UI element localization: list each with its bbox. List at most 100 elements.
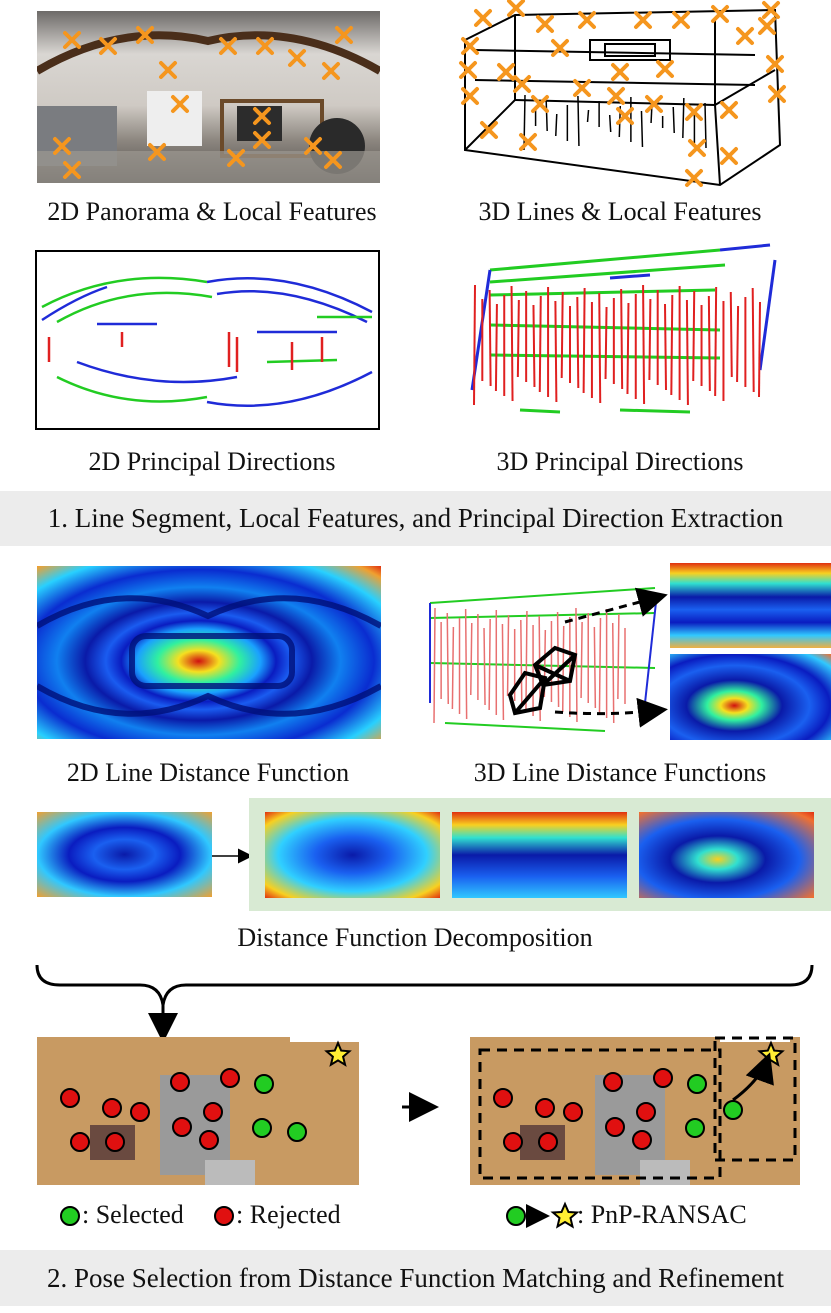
vertical-line-segment [556,611,560,708]
feature-marker [762,1,780,19]
selected-pose-dot [685,1118,705,1138]
feature-marker [171,95,189,113]
feature-marker [53,137,71,155]
rejected-pose-dot [563,1102,583,1122]
rejected-pose-dot [605,1117,625,1137]
feature-marker [63,161,81,179]
feature-marker [578,11,596,29]
legend-pnp-label: : PnP-RANSAC [577,1200,747,1229]
vertical-line-segment [664,303,667,391]
feature-marker [672,11,690,29]
ldf-2d-heatmap [37,566,381,739]
rejected-pose-dot [653,1068,673,1088]
vertical-line-segment [561,625,565,713]
selected-pose-dot [252,1118,272,1138]
caption-principal-2d: 2D Principal Directions [88,447,336,476]
vertical-line-segment [555,113,558,137]
selected-pose-dot [687,1074,707,1094]
vertical-line-segment [575,607,578,723]
vertical-line-segment [554,300,558,403]
feature-marker [253,107,271,125]
vertical-line-segment [586,109,590,123]
vertical-line-segment [577,95,580,147]
feature-marker [758,17,776,35]
feature-marker [645,95,663,113]
feature-marker [335,26,353,44]
caption-principal-3d: 3D Principal Directions [496,447,744,476]
rejected-pose-dot [603,1072,623,1092]
principal-3d-lines [470,243,777,414]
vertical-line-segment [516,299,520,378]
feature-marker [474,9,492,27]
feature-marker [159,61,177,79]
rejected-pose-dot [102,1098,122,1118]
stage1-banner: 1. Line Segment, Local Features, and Pri… [0,491,831,546]
feature-marker [519,133,537,151]
feature-marker [136,26,154,44]
refine-arrow [402,1092,439,1122]
vertical-line-segment [648,298,652,381]
selected-pose-dot [723,1100,743,1120]
vertical-line-segment [473,284,476,406]
feature-marker [656,60,674,78]
vertical-line-segment [501,623,505,721]
feature-marker [304,137,322,155]
vertical-line-segment [707,295,711,392]
vertical-line-segment [714,286,718,397]
floorplan-details [60,1030,797,1185]
feature-marker [766,55,784,73]
feature-marker [736,27,754,45]
feature-marker [480,121,498,139]
vertical-line-segment [532,304,536,388]
ldf-3d-figure [425,573,665,743]
feature-marker [607,87,625,105]
star-icon [757,1040,785,1067]
vertical-line-segment [729,291,733,378]
caption-lines-local: 3D Lines & Local Features [478,197,762,226]
feature-marker [685,103,703,121]
vertical-line-segment [642,284,646,405]
vertical-line-segment [580,621,583,699]
feature-marker [720,101,738,119]
camera-icon-lower [507,670,548,716]
feature-marker [688,139,706,157]
vertical-line-segment [608,114,612,133]
vertical-line-segment [736,305,740,383]
vertical-line-segment [593,626,597,709]
ldf-3d-heatmap-upper [670,563,831,648]
feature-marker [513,75,531,93]
vertical-line-segment [598,292,602,404]
vertical-line-segment [494,303,498,392]
vertical-line-segment [488,289,492,387]
rejected-pose-dot [220,1068,240,1088]
vertical-line-segment [670,294,674,396]
vertical-line-segment [582,287,586,394]
feature-marker [63,31,81,49]
vertical-line-segment [692,290,696,382]
feature-marker [573,79,591,97]
star-icon [550,1201,580,1229]
legend-pnp-symbol [506,1201,580,1229]
feature-marker [461,37,479,55]
rejected-pose-dot [130,1102,150,1122]
legend-rejected-label: : Rejected [236,1200,341,1229]
decomp-input-heatmap [37,812,212,897]
caption-ldf-2d: 2D Line Distance Function [66,758,350,787]
vertical-line-segment [520,619,523,707]
vertical-line-segment [758,301,761,398]
rejected-pose-dot [493,1088,513,1108]
legend-rejected-dot [214,1206,234,1226]
selected-pose-dot [287,1122,307,1142]
ldf-3d-heatmap-lower [670,654,831,740]
feature-marker [507,0,525,17]
feature-marker [616,107,634,125]
vertical-line-segment [626,302,630,395]
feature-marker [324,151,342,169]
rejected-pose-dot [632,1130,652,1150]
rejected-pose-dot [503,1132,523,1152]
vertical-line-segment [604,306,608,380]
rejected-pose-dot [105,1132,125,1152]
rejected-pose-dot [535,1098,555,1118]
feature-marker [461,87,479,105]
vertical-line-segment [545,99,548,132]
